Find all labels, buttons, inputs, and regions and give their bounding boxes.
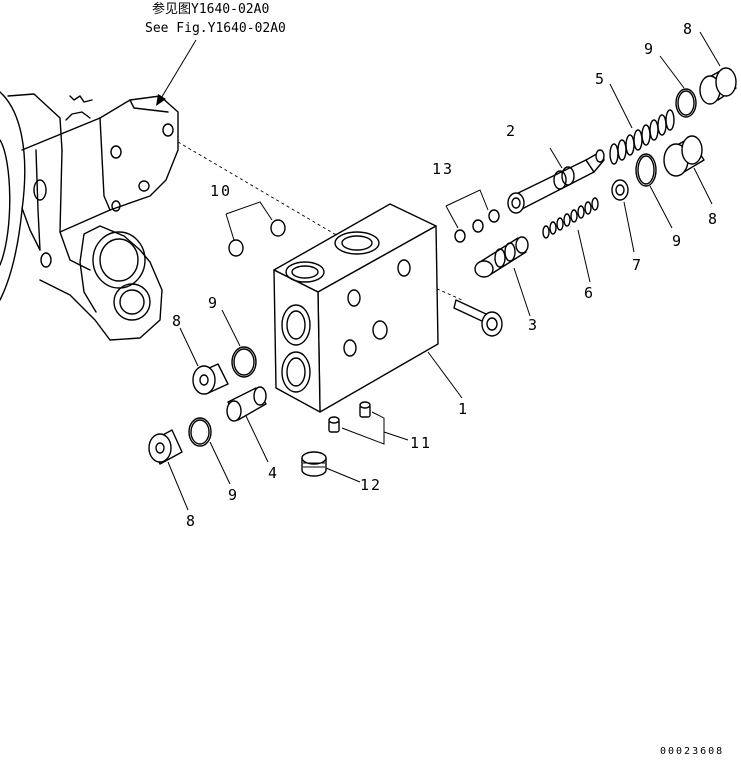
callout-10: 10 — [210, 182, 232, 200]
bolt — [453, 299, 503, 337]
spool — [507, 147, 605, 214]
callout-5: 5 — [595, 70, 606, 88]
callout-1: 1 — [458, 400, 469, 418]
callout-9-bottom: 9 — [228, 486, 239, 504]
callout-13: 13 — [432, 160, 454, 178]
plug-left-upper — [179, 327, 229, 395]
callout-12: 12 — [360, 476, 382, 494]
o-ring-right-lower — [635, 153, 673, 229]
sleeve — [474, 236, 531, 317]
drawing-code: 00023608 — [660, 746, 724, 757]
callout-9-right: 9 — [672, 232, 683, 250]
callout-8-left: 8 — [172, 312, 183, 330]
washer — [611, 179, 635, 253]
small-springs — [445, 189, 500, 243]
o-ring-right-upper — [659, 55, 697, 118]
piston — [226, 386, 269, 463]
spring-small — [542, 197, 599, 283]
o-ring-left-upper — [221, 309, 257, 378]
plug-right-lower — [663, 135, 713, 205]
plug-left-lower — [148, 429, 189, 511]
callout-7: 7 — [632, 256, 643, 274]
reference-text-en: See Fig.Y1640-02A0 — [145, 21, 286, 36]
leader-1 — [427, 351, 463, 399]
reference-text-cn: 参见图Y1640-02A0 — [152, 1, 269, 17]
callout-3: 3 — [528, 316, 539, 334]
o-rings-10 — [225, 201, 286, 257]
set-screws — [328, 401, 409, 445]
plug — [301, 451, 361, 483]
spring-large — [609, 83, 675, 165]
callout-8-top: 8 — [683, 20, 694, 38]
callout-4: 4 — [268, 464, 279, 482]
o-ring-left-lower — [188, 417, 231, 485]
callout-8-right: 8 — [708, 210, 719, 228]
callout-8-bottom: 8 — [186, 512, 197, 530]
pump-housing — [0, 91, 179, 341]
callout-6: 6 — [584, 284, 595, 302]
reference-arrow — [156, 39, 197, 106]
plug-right-upper — [699, 31, 737, 105]
callout-2: 2 — [506, 122, 517, 140]
alignment-line-housing — [177, 141, 339, 237]
callout-9-left: 9 — [208, 294, 219, 312]
callout-11: 11 — [410, 434, 432, 452]
valve-block — [273, 203, 439, 413]
callout-9-top: 9 — [644, 40, 655, 58]
